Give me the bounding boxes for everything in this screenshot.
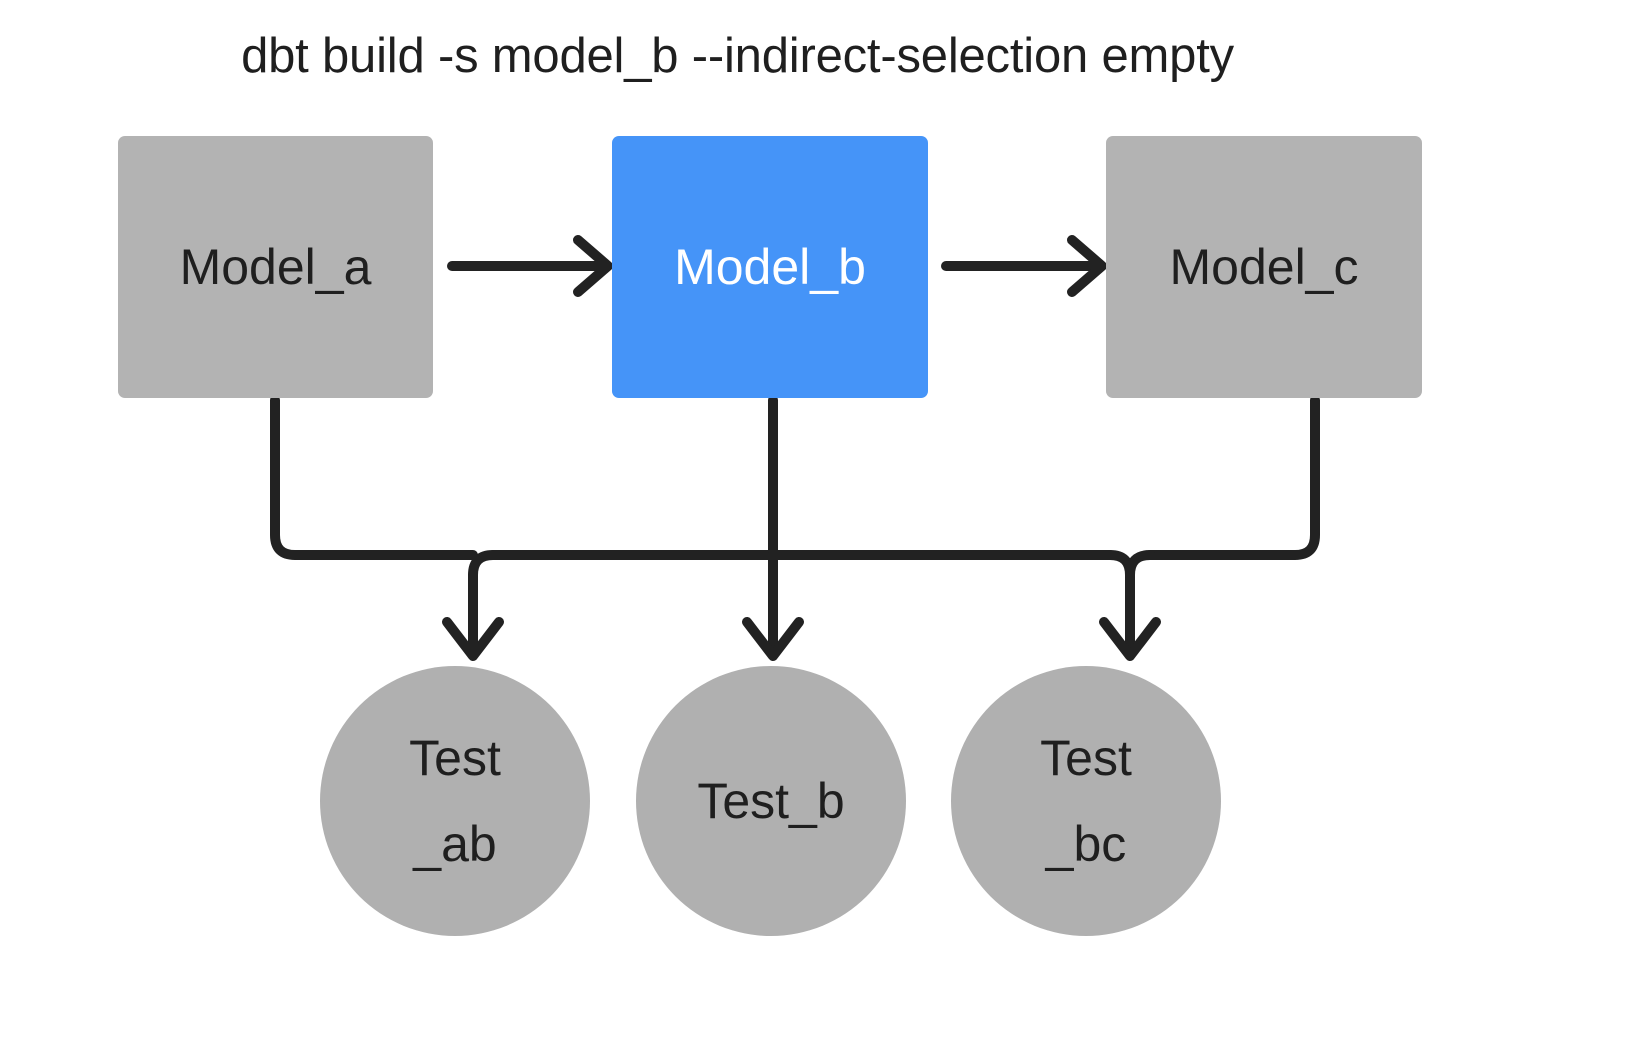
node-test-b[interactable]: Test_b xyxy=(636,666,906,936)
node-model-b[interactable]: Model_b xyxy=(612,136,928,398)
node-model-c-label: Model_c xyxy=(1169,238,1359,295)
node-test-ab-label: Test _ab xyxy=(409,730,501,872)
node-model-a[interactable]: Model_a xyxy=(118,136,433,398)
edge-junction-bc-curve-right xyxy=(1125,550,1155,580)
arrowhead-test-bc-in xyxy=(1099,617,1161,661)
node-test-bc-label: Test _bc xyxy=(1040,730,1132,872)
node-model-a-label: Model_a xyxy=(179,238,372,295)
node-model-b-label: Model_b xyxy=(674,238,866,295)
arrowhead-test-ab-in xyxy=(442,617,504,661)
node-test-ab[interactable]: Test _ab xyxy=(320,666,590,936)
arrowhead-test-b-in xyxy=(742,617,804,661)
arrowhead-model-b-in xyxy=(573,235,613,297)
node-test-b-label: Test_b xyxy=(697,773,845,829)
arrowhead-model-c-in xyxy=(1067,235,1107,297)
edge-model-c-to-test-bc xyxy=(1145,395,1320,560)
edge-junction-ab-curve xyxy=(468,550,498,580)
edge-junction-bc-curve xyxy=(1105,550,1135,580)
node-test-bc[interactable]: Test _bc xyxy=(951,666,1221,936)
edge-model-a-to-test-ab xyxy=(270,395,478,560)
diagram-title: dbt build -s model_b --indirect-selectio… xyxy=(241,29,1234,83)
node-model-c[interactable]: Model_c xyxy=(1106,136,1422,398)
